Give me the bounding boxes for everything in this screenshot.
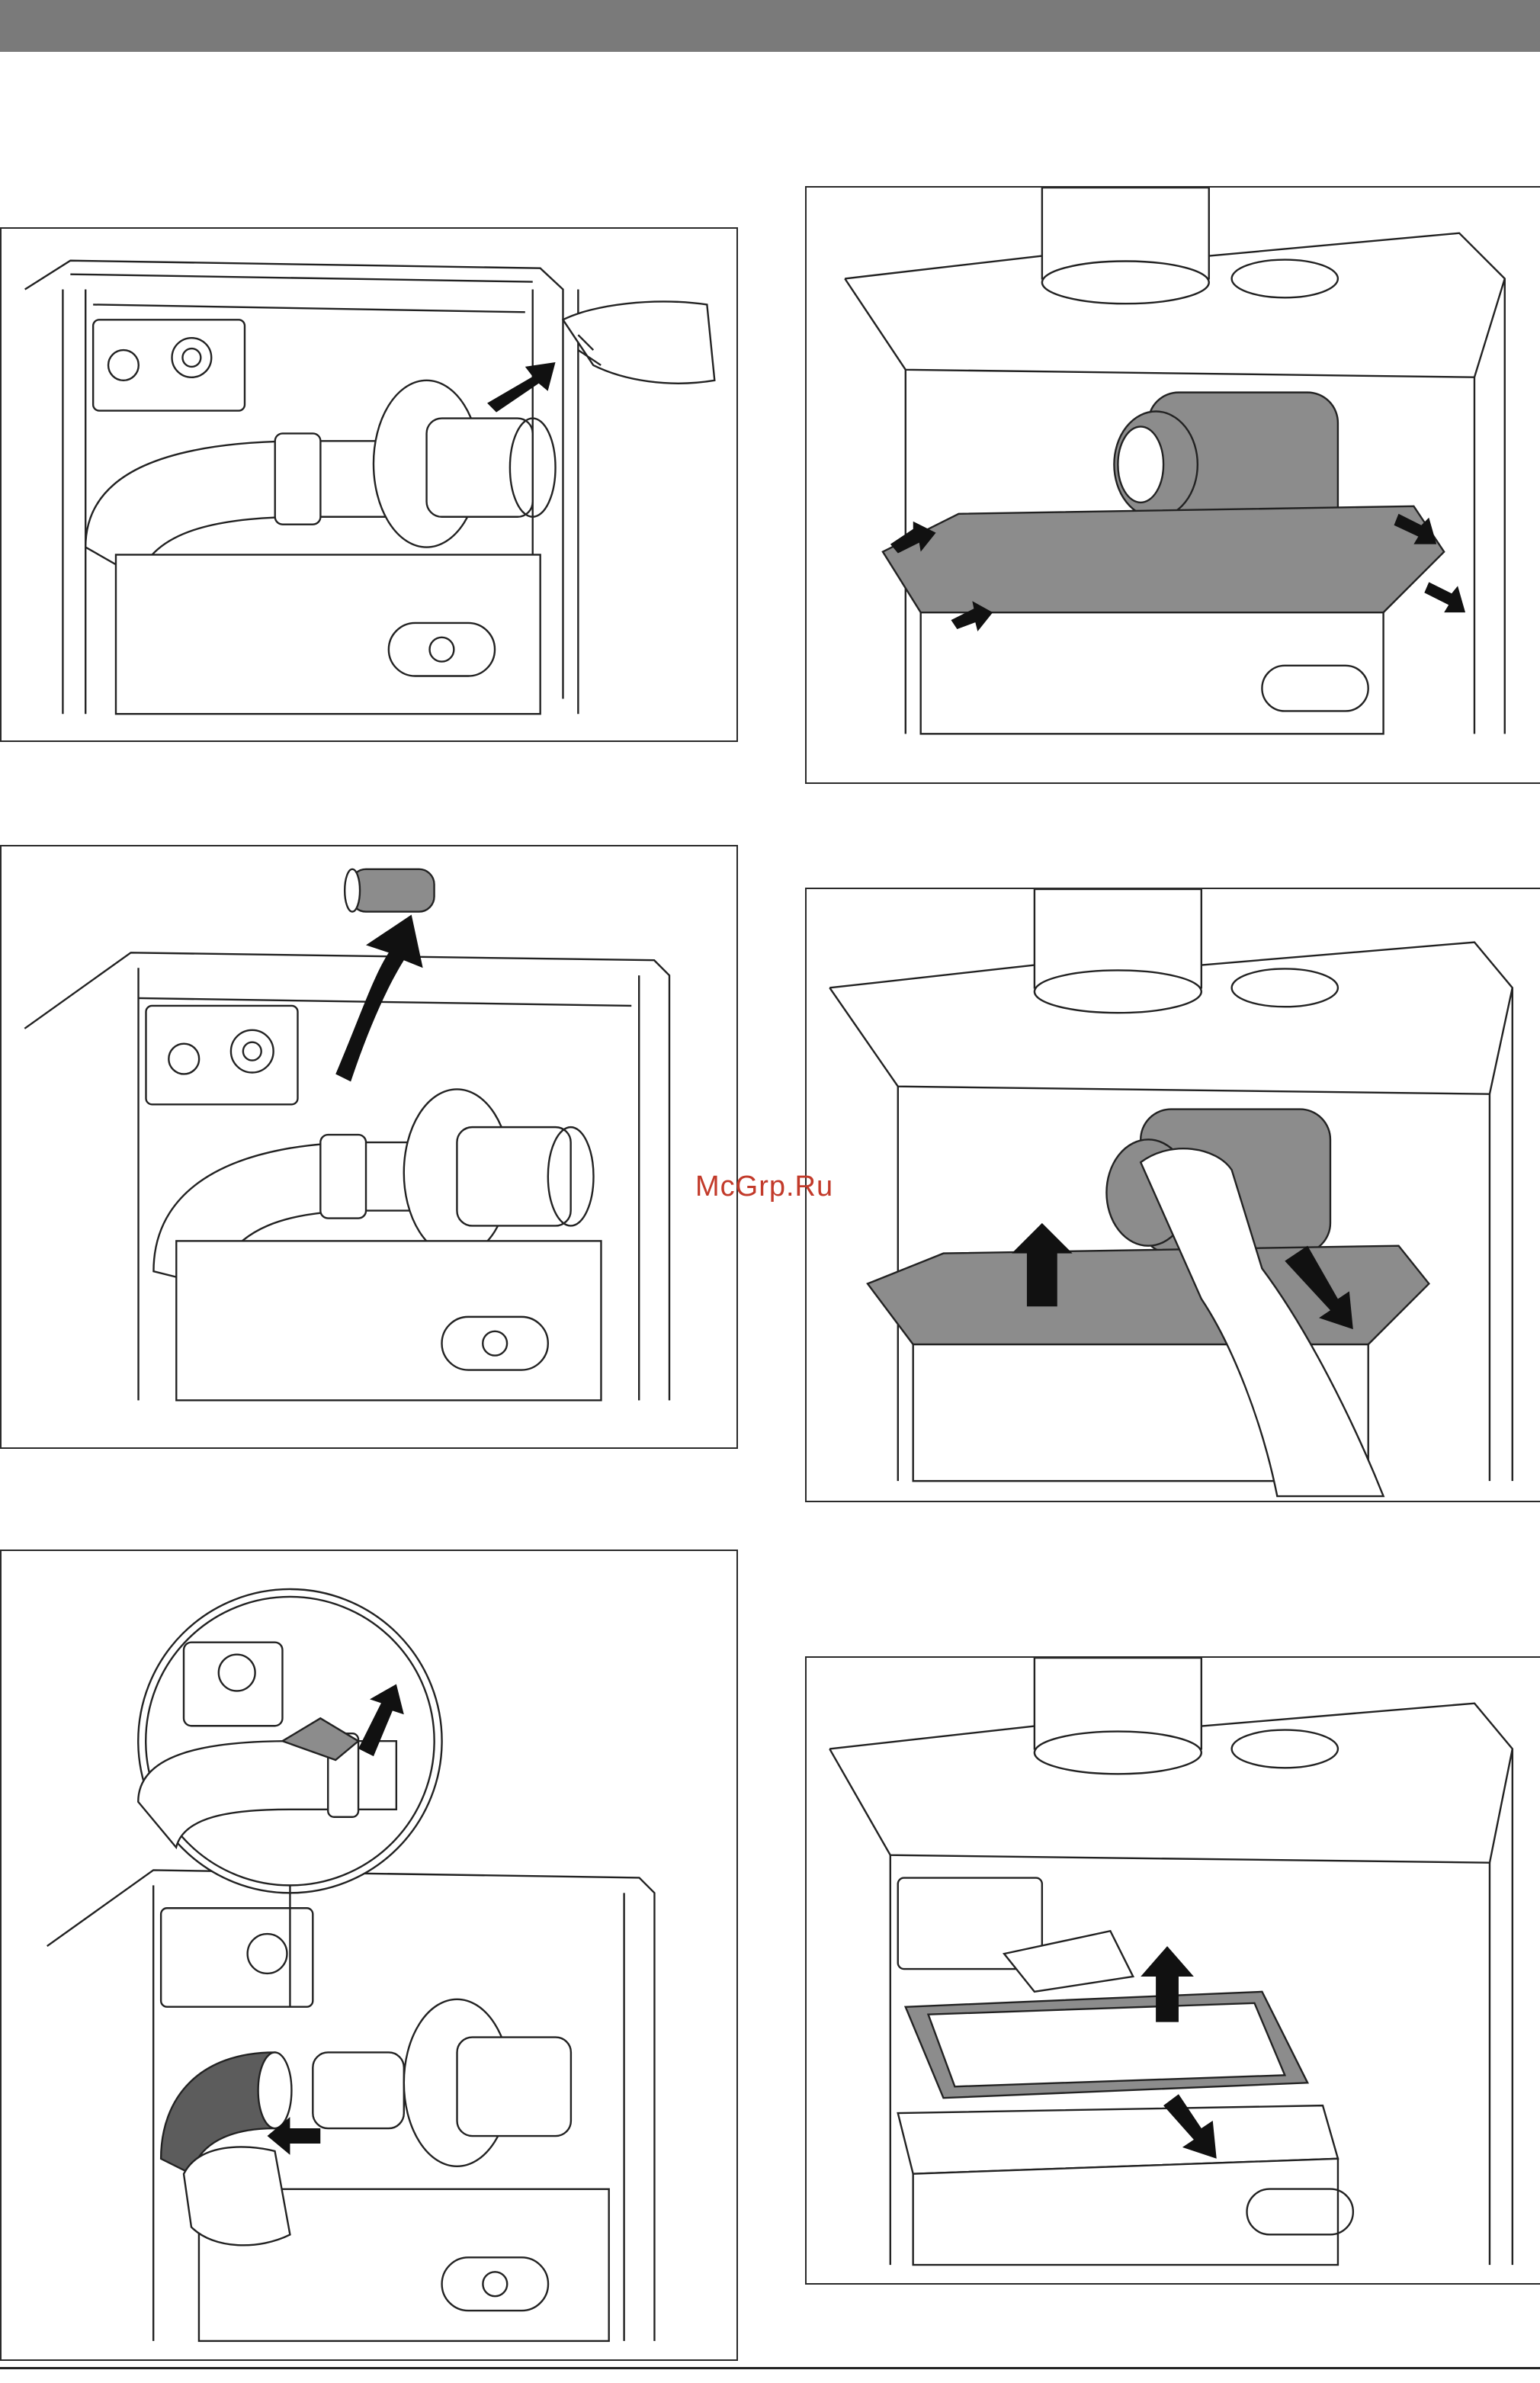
boiler-illustration: [807, 188, 1540, 782]
footer-rule: [0, 2367, 1540, 2369]
boiler-illustration: [2, 229, 736, 740]
boiler-illustration: [2, 1551, 736, 2359]
boiler-illustration: [807, 889, 1540, 1501]
figure-disconnect-fan-plug: [0, 227, 738, 742]
figure-remove-air-pipe: [0, 845, 738, 1449]
watermark-text: McGrp.Ru: [695, 1171, 833, 1203]
figure-release-clips: [805, 186, 1540, 784]
header-bar: [0, 0, 1540, 52]
boiler-illustration: [2, 846, 736, 1447]
figure-remove-burner-gasket: [805, 1656, 1540, 2285]
figure-lift-fan-unit: [805, 888, 1540, 1502]
figure-disconnect-air-intake-hose: [0, 1550, 738, 2361]
boiler-illustration: [807, 1658, 1540, 2283]
